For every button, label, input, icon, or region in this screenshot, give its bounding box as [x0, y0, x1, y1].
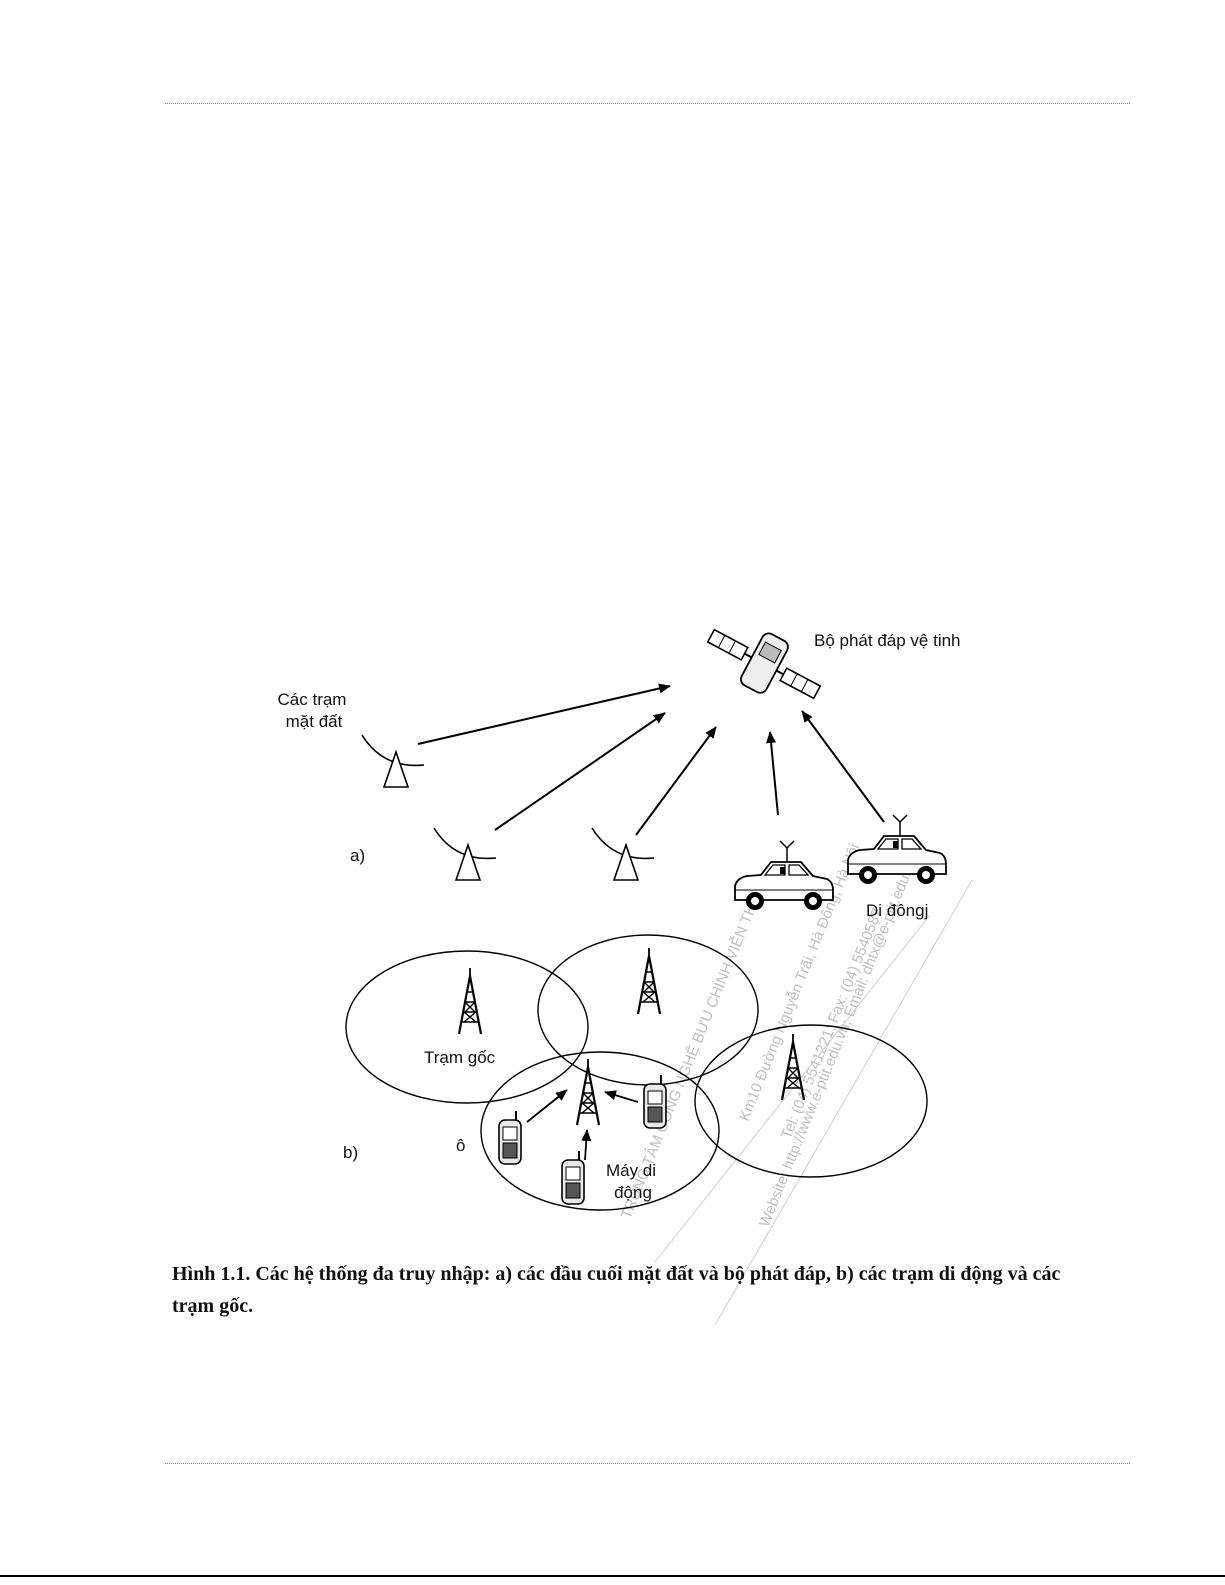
mobile-phone-3: [643, 1074, 667, 1129]
figure-caption: Hình 1.1. Các hệ thống đa truy nhập: a) …: [172, 1263, 1061, 1317]
mobile-set-label-line-2: động: [614, 1183, 652, 1202]
phone-arrows: [526, 1089, 639, 1161]
satellite-icon: [706, 628, 822, 700]
mobile-phone-2: [561, 1150, 585, 1205]
mobile-set-label-line-1: Máy di: [606, 1161, 656, 1180]
header-rule: [165, 103, 1130, 104]
cell-label: ô: [456, 1136, 465, 1155]
mobile-phone-1: [498, 1110, 522, 1165]
earth-station-dish-3: [591, 827, 655, 881]
part-a-label: a): [350, 846, 365, 865]
earth-station-dish-2: [433, 827, 497, 881]
earth-stations-label-line-2: mặt đất: [286, 712, 343, 731]
earth-station-dish-1: [361, 734, 425, 788]
base-station-label: Trạm gốc: [424, 1048, 496, 1067]
satellite-label: Bộ phát đáp vệ tinh: [814, 631, 961, 650]
part-b-label: b): [343, 1143, 358, 1162]
footer-rule: [165, 1463, 1130, 1464]
uplink-arrows: [417, 683, 885, 836]
mobile-car-1: [734, 840, 834, 911]
mobile-label: Di đôngj: [866, 901, 928, 920]
base-station-tower-2: [636, 946, 662, 1016]
page-bottom-rule: [0, 1575, 1225, 1577]
base-station-tower-1: [457, 966, 483, 1036]
earth-stations-label-line-1: Các trạm: [278, 690, 347, 709]
mobile-car-2: [847, 814, 947, 885]
